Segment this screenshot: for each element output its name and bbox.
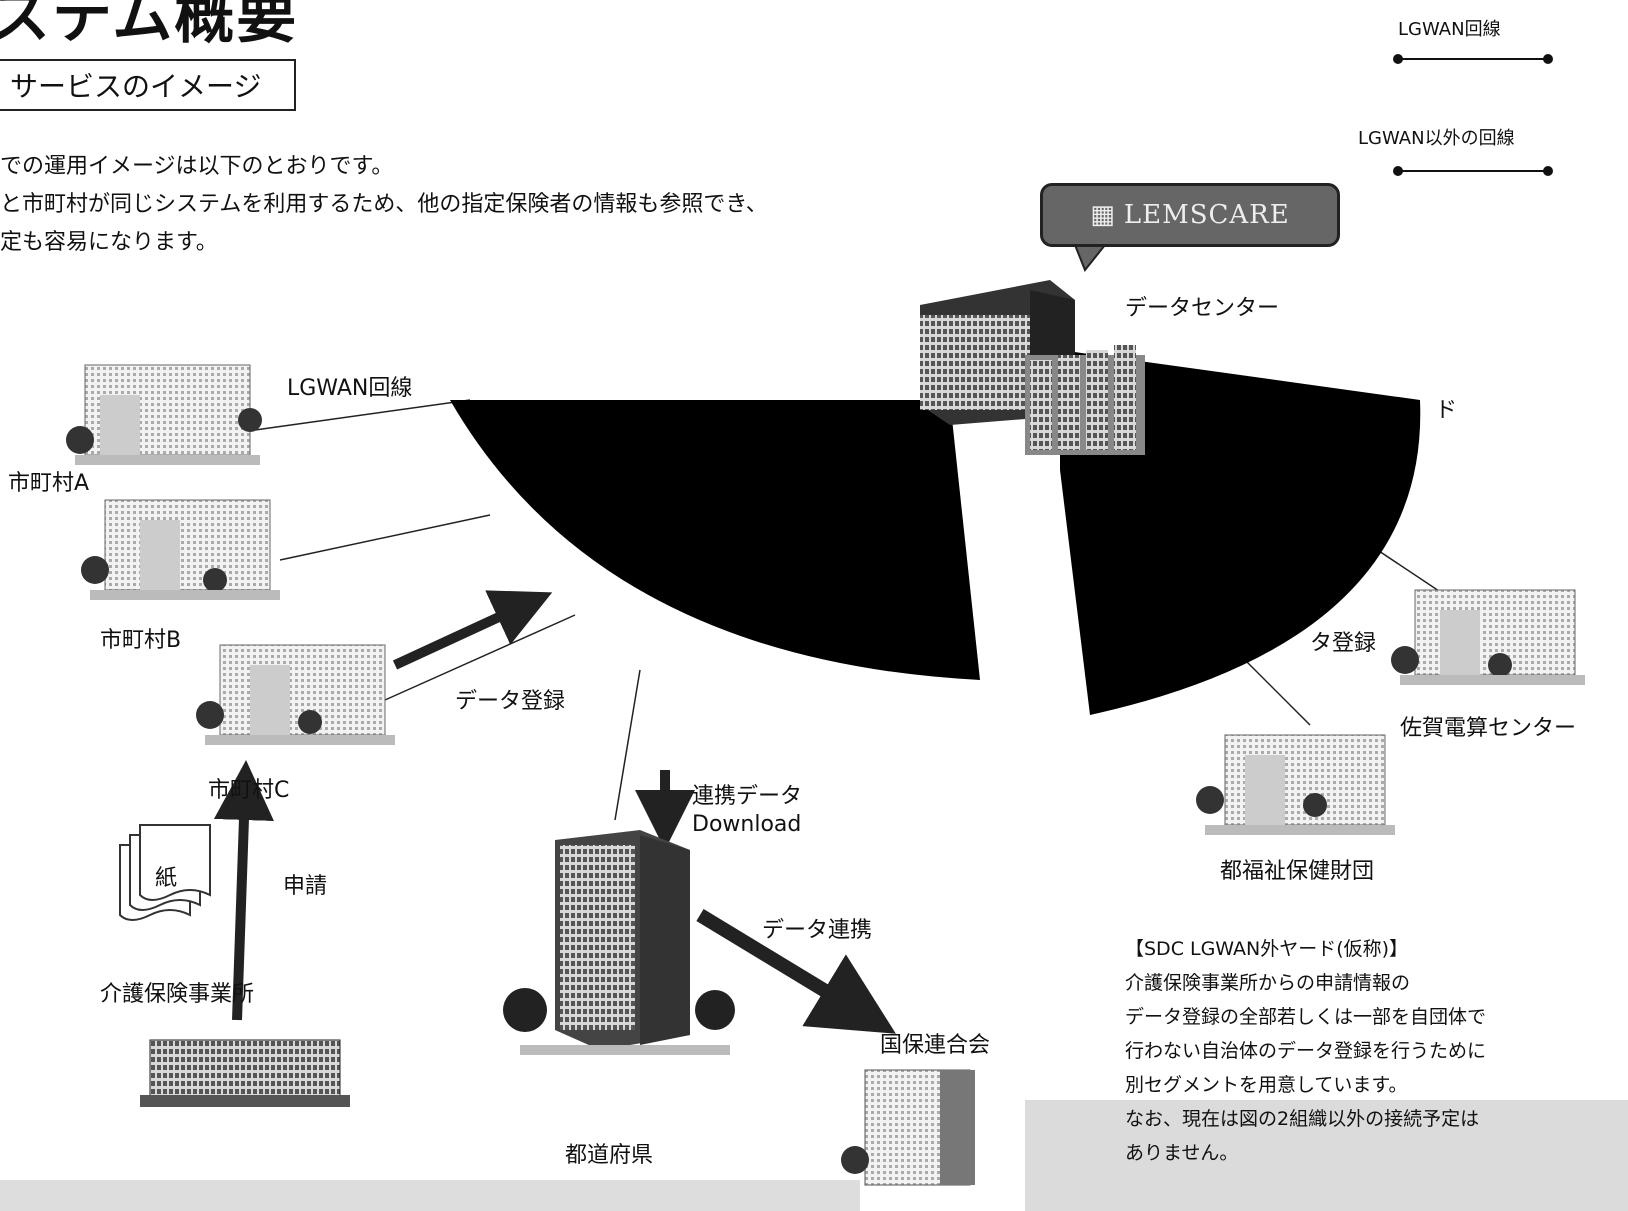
data-center-building bbox=[920, 280, 1145, 455]
care-office-label: 介護保険事業所 bbox=[100, 982, 255, 1007]
data-registration-label: データ登録 bbox=[455, 689, 566, 714]
prefecture-label: 都道府県 bbox=[565, 1143, 654, 1168]
lgwan-line-label: LGWAN回線 bbox=[287, 376, 413, 401]
note-line-6: なお、現在は図の2組織以外の接続予定は bbox=[1125, 1108, 1480, 1130]
building-kokuho bbox=[841, 1069, 975, 1186]
paper-document-icon bbox=[119, 824, 211, 921]
arrow-data-link bbox=[696, 909, 896, 1034]
building-prefecture bbox=[503, 830, 735, 1055]
legend-non-lgwan-line bbox=[1393, 166, 1553, 176]
legend-lgwan-label: LGWAN回線 bbox=[1398, 19, 1501, 40]
note-line-2: 介護保険事業所からの申請情報の bbox=[1125, 972, 1411, 994]
line-city-b bbox=[279, 514, 491, 561]
city-c-label: 市町村C bbox=[208, 778, 290, 803]
tofuku-label: 都福祉保健財団 bbox=[1220, 859, 1375, 884]
section-heading: サービスのイメージ bbox=[0, 59, 296, 111]
lemscare-logo-icon: ▦ bbox=[1090, 200, 1116, 230]
arrow-data-registration bbox=[392, 590, 553, 670]
lemscare-logo-bubble: ▦ LEMSCARE bbox=[1040, 183, 1340, 247]
application-label: 申請 bbox=[283, 874, 328, 899]
building-city-b bbox=[81, 499, 280, 600]
note-line-1: 【SDC LGWAN外ヤード(仮称)】 bbox=[1125, 938, 1409, 960]
intro-line-1: での運用イメージは以下のとおりです。 bbox=[0, 154, 394, 179]
bottom-texture-right bbox=[1025, 1100, 1628, 1211]
lemscare-logo-text: LEMSCARE bbox=[1123, 200, 1290, 230]
building-saga bbox=[1391, 589, 1585, 685]
arrow-application bbox=[213, 760, 274, 1021]
note-line-3: データ登録の全部若しくは一部を自団体で bbox=[1125, 1006, 1487, 1028]
data-registration-right-label: タ登録 bbox=[1310, 631, 1377, 656]
kokuho-label: 国保連合会 bbox=[880, 1033, 991, 1058]
bottom-texture-left bbox=[0, 1180, 860, 1211]
note-line-7: ありません。 bbox=[1125, 1142, 1239, 1164]
bubble-tail bbox=[1073, 244, 1108, 272]
note-line-4: 行わない自治体のデータ登録を行うために bbox=[1125, 1040, 1487, 1062]
city-a-label: 市町村A bbox=[8, 471, 90, 496]
building-city-c bbox=[196, 644, 395, 745]
legend-non-lgwan-label: LGWAN以外の回線 bbox=[1358, 128, 1515, 149]
data-center-label: データセンター bbox=[1125, 296, 1280, 321]
building-city-a bbox=[66, 364, 262, 465]
data-link-label: データ連携 bbox=[762, 918, 873, 943]
page-title: ステム概要 bbox=[0, 0, 299, 52]
saga-center-label: 佐賀電算センター bbox=[1400, 716, 1577, 741]
download-label: Download bbox=[692, 812, 802, 837]
city-b-label: 市町村B bbox=[100, 628, 182, 653]
right-partial-label: ド bbox=[1435, 398, 1458, 423]
lgwan-zone-left bbox=[450, 400, 980, 680]
paper-label: 紙 bbox=[155, 866, 178, 891]
note-line-5: 別セグメントを用意しています。 bbox=[1125, 1074, 1408, 1096]
sdc-note: 【SDC LGWAN外ヤード(仮称)】 介護保険事業所からの申請情報の データ登… bbox=[1125, 932, 1486, 1170]
line-prefecture bbox=[614, 669, 641, 821]
line-city-a bbox=[254, 399, 471, 431]
intro-line-2: と市町村が同じシステムを利用するため、他の指定保険者の情報も参照でき、 bbox=[0, 192, 768, 217]
building-tofuku bbox=[1196, 734, 1395, 835]
lgwan-zone-right bbox=[1060, 350, 1421, 715]
legend-lgwan-line bbox=[1393, 54, 1553, 64]
coop-data-label: 連携データ bbox=[692, 784, 803, 809]
building-care-office bbox=[140, 1039, 350, 1107]
intro-text: での運用イメージは以下のとおりです。 と市町村が同じシステムを利用するため、他の… bbox=[0, 148, 768, 262]
intro-line-3: 定も容易になります。 bbox=[0, 230, 218, 255]
